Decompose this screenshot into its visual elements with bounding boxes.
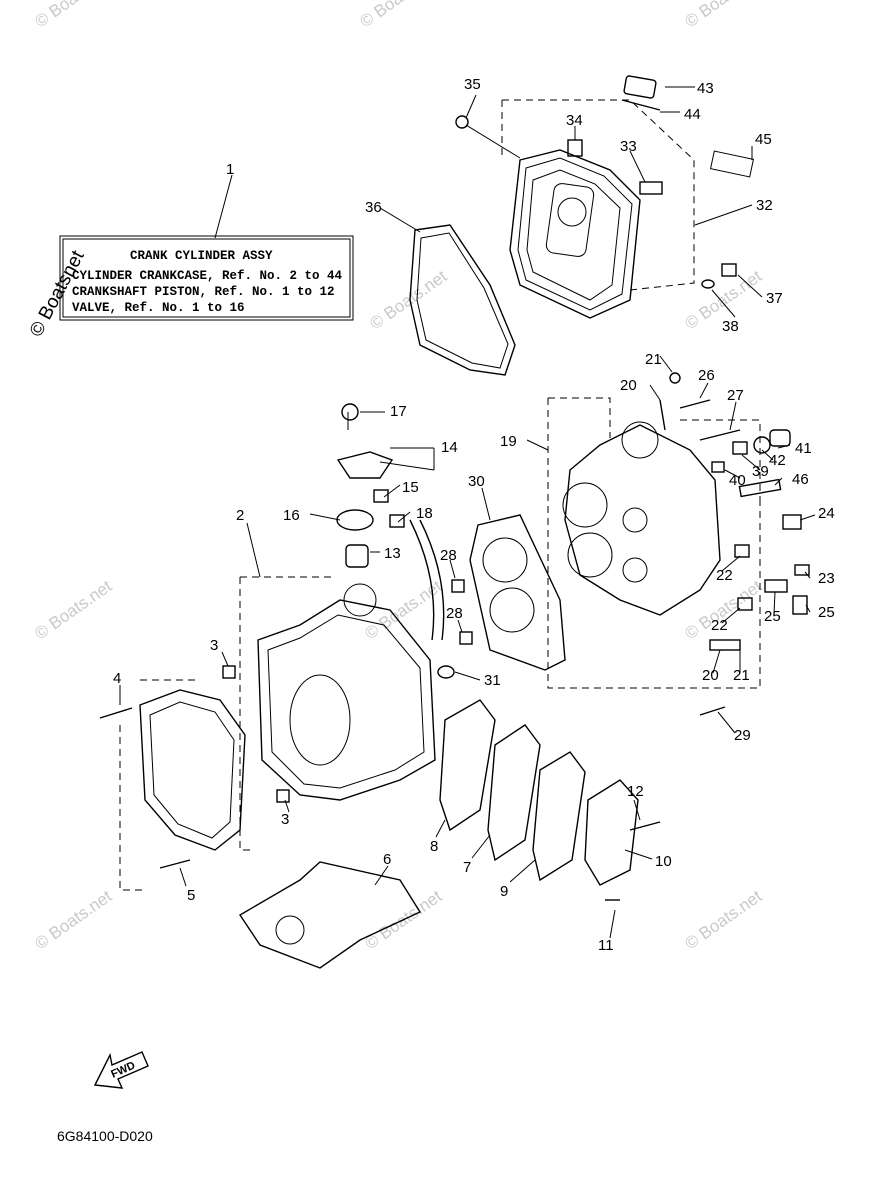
callout-33: 33 (620, 138, 637, 155)
watermark: © Boats.net (681, 0, 765, 31)
callout-18: 18 (416, 505, 433, 522)
watermark: © Boats.net (681, 886, 765, 953)
callout-20: 20 (702, 667, 719, 684)
callout-37: 37 (766, 290, 783, 307)
callout-34: 34 (566, 112, 583, 129)
watermark: © Boats.net (31, 576, 115, 643)
callout-23: 23 (818, 570, 835, 587)
callout-25: 25 (764, 608, 781, 625)
fwd-arrow: FWD (93, 1051, 149, 1089)
callout-38: 38 (722, 318, 739, 335)
assembly-line: VALVE, Ref. No. 1 to 16 (72, 301, 245, 315)
watermark: © Boats.net (356, 0, 440, 31)
callout-6: 6 (383, 851, 391, 868)
callout-21: 21 (733, 667, 750, 684)
watermark: © Boats.net (366, 266, 450, 333)
callout-28: 28 (440, 547, 457, 564)
callouts: 1 2 3 3 4 5 6 7 8 9 10 11 12 13 14 15 16… (113, 76, 835, 954)
callout-39: 39 (752, 463, 769, 480)
callout-44: 44 (684, 106, 701, 123)
assembly-title: CRANK CYLINDER ASSY (130, 249, 273, 263)
callout-31: 31 (484, 672, 501, 689)
callout-32: 32 (756, 197, 773, 214)
callout-1: 1 (226, 161, 234, 178)
callout-21: 21 (645, 351, 662, 368)
callout-3: 3 (210, 637, 218, 654)
callout-3: 3 (281, 811, 289, 828)
exhaust-plates (439, 699, 639, 886)
callout-12: 12 (627, 783, 644, 800)
callout-46: 46 (792, 471, 809, 488)
callout-4: 4 (113, 670, 121, 687)
cylinder-head (562, 421, 721, 616)
assembly-info-box: CRANK CYLINDER ASSY CYLINDER CRANKCASE, … (59, 235, 354, 321)
callout-24: 24 (818, 505, 835, 522)
callout-28: 28 (446, 605, 463, 622)
cylinder-head-cover (509, 149, 641, 319)
watermarks: © Boats.net © Boats.net © Boats.net © Bo… (31, 0, 765, 953)
head-cover-gasket (409, 224, 516, 376)
assembly-line: CYLINDER CRANKCASE, Ref. No. 2 to 44 (72, 269, 343, 283)
callout-10: 10 (655, 853, 672, 870)
callout-30: 30 (468, 473, 485, 490)
callout-42: 42 (769, 452, 786, 469)
callout-8: 8 (430, 838, 438, 855)
assembly-outlines (119, 99, 761, 891)
assembly-line: CRANKSHAFT PISTON, Ref. No. 1 to 12 (72, 285, 335, 299)
callout-9: 9 (500, 883, 508, 900)
watermark: © Boats.net (31, 886, 115, 953)
callout-20: 20 (620, 377, 637, 394)
callout-45: 45 (755, 131, 772, 148)
callout-15: 15 (402, 479, 419, 496)
callout-19: 19 (500, 433, 517, 450)
callout-7: 7 (463, 859, 471, 876)
callout-27: 27 (727, 387, 744, 404)
callout-22: 22 (716, 567, 733, 584)
callout-14: 14 (441, 439, 458, 456)
small-parts (99, 75, 810, 901)
watermark: © Boats.net (31, 0, 115, 31)
callout-40: 40 (729, 472, 746, 489)
callout-11: 11 (598, 937, 614, 954)
callout-29: 29 (734, 727, 751, 744)
callout-25: 25 (818, 604, 835, 621)
callout-22: 22 (711, 617, 728, 634)
callout-26: 26 (698, 367, 715, 384)
head-gasket (469, 514, 566, 671)
callout-35: 35 (464, 76, 481, 93)
callout-43: 43 (697, 80, 714, 97)
diagram-code: 6G84100-D020 (57, 1128, 153, 1144)
callout-2: 2 (236, 507, 244, 524)
fwd-label: FWD (109, 1060, 137, 1081)
cylinder-crankcase (257, 583, 436, 801)
callout-13: 13 (384, 545, 401, 562)
callout-36: 36 (365, 199, 382, 216)
callout-5: 5 (187, 887, 195, 904)
crankcase (139, 689, 246, 851)
callout-16: 16 (283, 507, 300, 524)
bottom-gasket (239, 861, 422, 969)
leader-lines (119, 86, 816, 939)
callout-17: 17 (390, 403, 407, 420)
callout-41: 41 (795, 440, 812, 457)
